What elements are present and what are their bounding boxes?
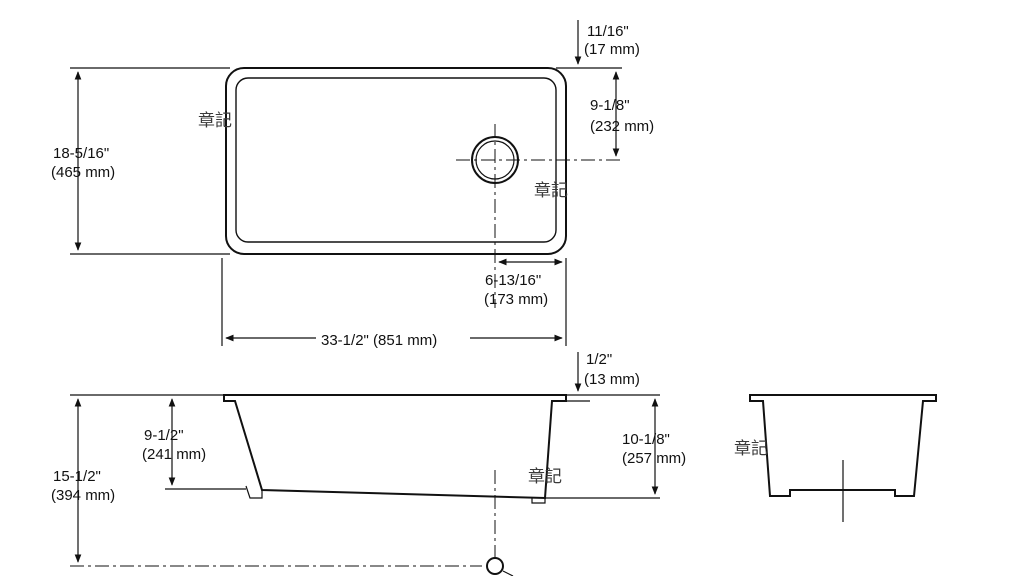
- top-thickness-inch: 11/16": [587, 23, 629, 40]
- drain-height-inch: 10-1/8": [622, 431, 670, 448]
- watermark: 章記: [534, 181, 568, 201]
- watermark: 章記: [528, 467, 562, 487]
- sink-side-profile: [749, 394, 937, 497]
- drain-outlet-pipe: [502, 570, 514, 576]
- drain-from-right-mm: (173 mm): [484, 291, 548, 308]
- dimension-labels: 11/16" (17 mm) 9-1/8" (232 mm) 18-5/16" …: [51, 23, 686, 504]
- sink-front-foot-right: [531, 498, 546, 504]
- overall-width-label: 33-1/2" (851 mm): [321, 332, 437, 349]
- overall-height-mm: (394 mm): [51, 487, 115, 504]
- drain-from-right-inch: 6-13/16": [485, 272, 541, 289]
- top-view: [70, 20, 622, 346]
- bowl-depth-mm: (241 mm): [142, 446, 206, 463]
- overall-depth-inch: 18-5/16": [53, 145, 109, 162]
- rim-thickness-mm: (13 mm): [584, 371, 640, 388]
- drain-from-top-inch: 9-1/8": [590, 97, 630, 114]
- drain-height-mm: (257 mm): [622, 450, 686, 467]
- sink-outer-rim: [225, 67, 567, 255]
- front-view: [70, 352, 660, 576]
- overall-depth-mm: (465 mm): [51, 164, 115, 181]
- drain-from-top-mm: (232 mm): [590, 118, 654, 135]
- rim-thickness-inch: 1/2": [586, 351, 612, 368]
- sink-front-profile: [223, 394, 567, 500]
- bowl-depth-inch: 9-1/2": [144, 427, 184, 444]
- sink-front-foot-left: [245, 485, 263, 499]
- watermarks: 章記 章記 章記 章記: [198, 111, 768, 487]
- drain-outlet-circle: [486, 557, 504, 575]
- watermark: 章記: [198, 111, 232, 131]
- watermark: 章記: [734, 439, 768, 459]
- side-view: [749, 394, 937, 522]
- overall-height-inch: 15-1/2": [53, 468, 101, 485]
- top-thickness-mm: (17 mm): [584, 41, 640, 58]
